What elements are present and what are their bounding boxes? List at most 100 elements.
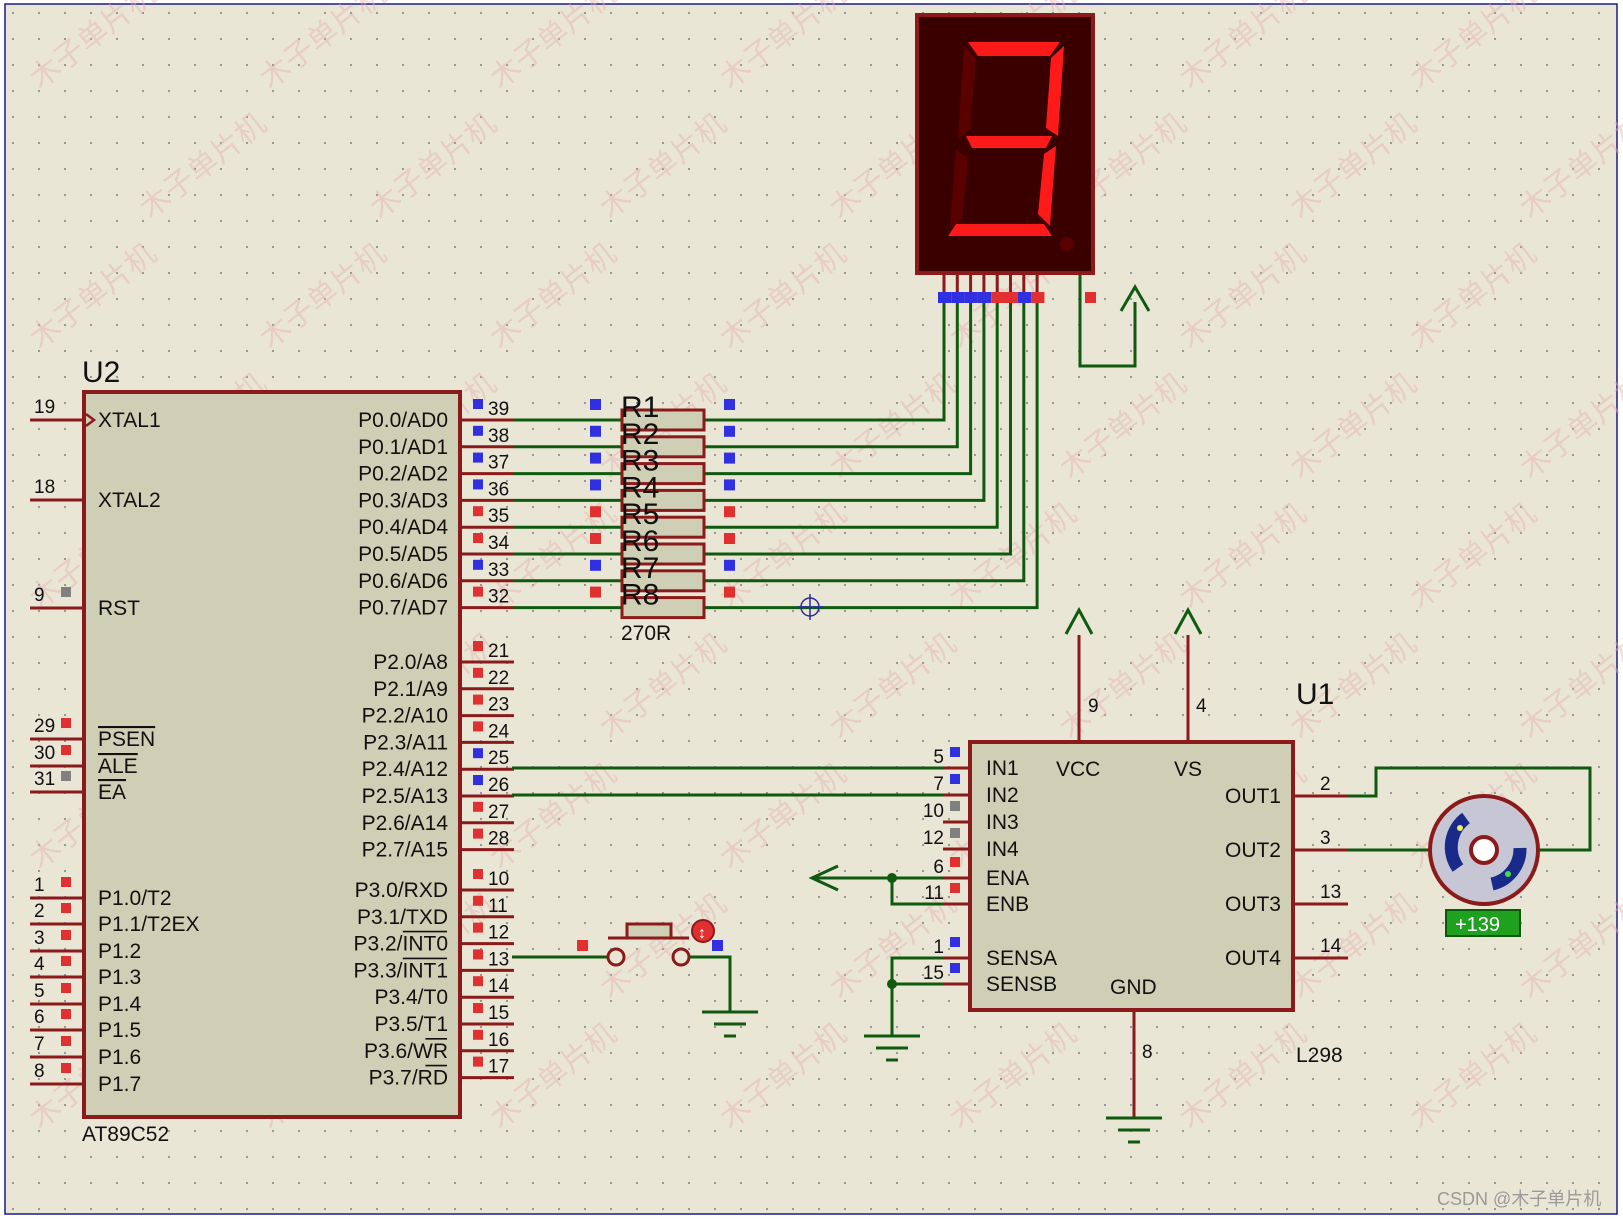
display-pin-state <box>938 292 952 303</box>
p0-wire-7 <box>730 302 1039 610</box>
resistor-body-r3 <box>620 462 706 486</box>
u2-pin-ale-name: ALE <box>98 755 138 778</box>
u2-pin-16-state <box>473 1029 483 1040</box>
u2-pin-11-state <box>473 895 483 906</box>
u2-pin-23-number: 23 <box>488 695 509 716</box>
u1-pin-out3-name: OUT3 <box>1225 893 1281 916</box>
u1-pin-7-state <box>950 774 960 784</box>
u2-pin-28-number: 28 <box>488 829 509 850</box>
p0-wire-3 <box>730 302 986 502</box>
resistor-value: 270R <box>621 622 671 645</box>
resistor-label-r5: R5 <box>621 498 659 531</box>
u1-pin-10-state <box>950 801 960 811</box>
button-actuator-icon[interactable] <box>691 919 715 943</box>
u2-pin-p2-1-a9-name: P2.1/A9 <box>373 678 448 701</box>
u1-pin-in1-name: IN1 <box>986 757 1019 780</box>
resistor-label-r1: R1 <box>621 391 659 424</box>
microcontroller-u2[interactable]: U2 AT89C52 19XTAL118XTAL29RST29PSEN30ALE… <box>30 356 514 1146</box>
u2-pin-27-state <box>473 801 483 812</box>
resistor-out-state <box>724 425 735 437</box>
u1-pin-gnd-number: 8 <box>1142 1042 1153 1063</box>
u2-pin-1-state <box>61 877 71 887</box>
u2-pin-26-number: 26 <box>488 775 509 796</box>
u2-pin-p0-6-ad6-name: P0.6/AD6 <box>358 570 448 593</box>
u2-pin-34-number: 34 <box>488 533 510 554</box>
u1-pin-14-number: 14 <box>1320 936 1342 957</box>
u2-pin-16-number: 16 <box>488 1030 509 1051</box>
u1-pin-15-number: 15 <box>923 963 944 984</box>
u1-pin-enb-name: ENB <box>986 893 1029 916</box>
u2-pin-7-state <box>61 1036 71 1046</box>
u1-pin-15-state <box>950 963 960 973</box>
display-pin-state <box>1004 292 1018 303</box>
u1-part-name: L298 <box>1296 1044 1343 1067</box>
ground-icon <box>1106 1116 1162 1144</box>
u2-pin-2-number: 2 <box>34 901 45 922</box>
u1-body[interactable] <box>968 740 1295 1012</box>
u2-pin-p3-5-t1-name: P3.5/T1 <box>374 1013 448 1036</box>
push-button-switch[interactable]: ↕ <box>512 919 758 1038</box>
display-power-arrow <box>1119 284 1151 312</box>
motor-marker <box>1505 871 1511 877</box>
enable-tie-net <box>808 864 943 906</box>
resistor-body-r2 <box>620 435 706 459</box>
u2-pin-p2-0-a8-name: P2.0/A8 <box>373 651 448 674</box>
u2-pin-p3-4-t0-name: P3.4/T0 <box>374 986 448 1009</box>
u1-pin-vcc-name: VCC <box>1056 758 1100 781</box>
resistor-out-state <box>724 506 735 518</box>
resistor-in-state <box>590 506 601 518</box>
u2-pin-ea-name: EA <box>98 781 126 804</box>
resistor-body-r1 <box>620 408 706 432</box>
resistor-label-r3: R3 <box>621 445 659 478</box>
u2-pin-30-number: 30 <box>34 743 55 764</box>
u2-pin-23-state <box>473 694 483 705</box>
u2-body[interactable] <box>82 390 462 1119</box>
p0-wire-0 <box>730 302 946 422</box>
u1-pin-out1-name: OUT1 <box>1225 785 1281 808</box>
resistor-body-r8 <box>620 596 706 620</box>
u1-pin-gnd-name: GND <box>1110 976 1157 999</box>
u1-pin-13-number: 13 <box>1320 882 1341 903</box>
seven-segment-display[interactable] <box>915 13 1151 368</box>
u1-pin-vs-number: 4 <box>1196 696 1207 717</box>
u1-pin-sensb-name: SENSB <box>986 973 1057 996</box>
display-common-state <box>1085 292 1096 303</box>
u2-pin-p3-3-int1-name: P3.3/INT1 <box>353 959 448 982</box>
u2-pin-rst-name: RST <box>98 597 140 620</box>
dc-motor[interactable]: +139 <box>1428 794 1540 937</box>
u1-pin-in2-name: IN2 <box>986 784 1019 807</box>
resistor-label-r4: R4 <box>621 471 659 504</box>
u1-pin-vcc-number: 9 <box>1088 696 1099 717</box>
u2-pin-17-state <box>473 1056 483 1067</box>
resistor-in-state <box>590 559 601 571</box>
u1-pin-out2-name: OUT2 <box>1225 839 1281 862</box>
u1-pin-3-number: 3 <box>1320 828 1331 849</box>
resistor-in-state <box>590 586 601 598</box>
button-actuator-arrows: ↕ <box>698 925 706 942</box>
u2-pin-p1-3-name: P1.3 <box>98 966 141 989</box>
u2-pin-25-state <box>473 748 483 759</box>
u2-pin-1-number: 1 <box>34 875 45 896</box>
motor-speed-readout <box>1445 909 1521 937</box>
u2-pin-9-number: 9 <box>34 585 45 606</box>
resistor-label-r6: R6 <box>621 525 659 558</box>
u2-pin-18-number: 18 <box>34 477 55 498</box>
motor-marker <box>1457 825 1463 831</box>
wire-out1-motor <box>1348 766 1592 852</box>
segment-d <box>948 224 1052 236</box>
u2-pin-p1-7-name: P1.7 <box>98 1073 141 1096</box>
enable-power-arrow <box>808 864 839 892</box>
u2-pin-2-state <box>61 903 71 913</box>
u1-pin-1-state <box>950 937 960 947</box>
button-cap[interactable] <box>625 922 673 940</box>
u1-pin-sensa-name: SENSA <box>986 947 1057 970</box>
u2-pin-32-number: 32 <box>488 587 509 608</box>
u2-pin-21-number: 21 <box>488 641 509 662</box>
u2-pin-12-number: 12 <box>488 923 509 944</box>
resistor-out-state <box>724 452 735 464</box>
